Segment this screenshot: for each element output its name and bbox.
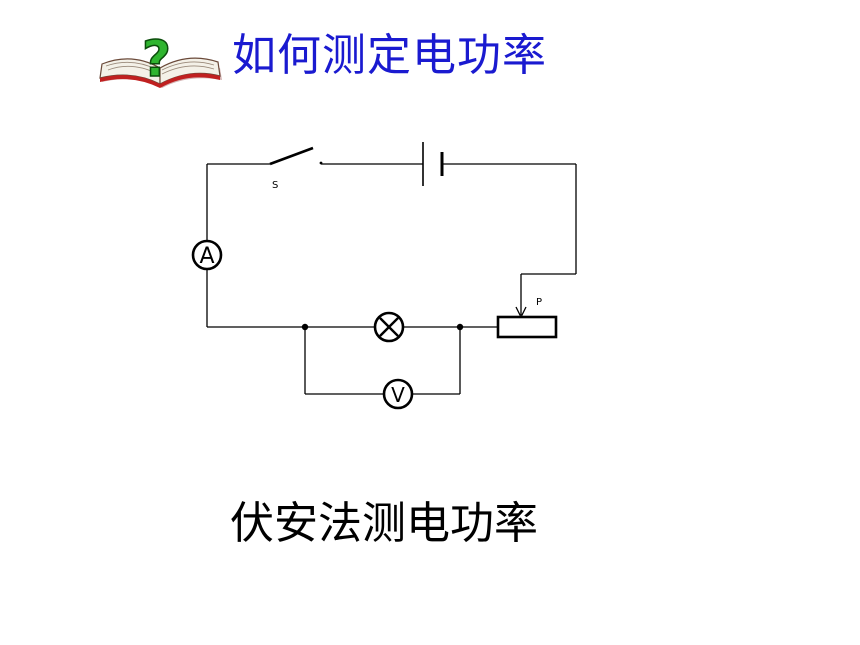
question-mark-glyph: ? xyxy=(142,30,171,88)
page-title: 如何测定电功率 xyxy=(232,30,547,81)
caption: 伏安法测电功率 xyxy=(230,498,538,549)
switch-label: S xyxy=(272,180,278,191)
book-question-icon: ? xyxy=(99,30,222,89)
slider-label: P xyxy=(536,297,542,308)
voltmeter-symbol: V xyxy=(391,383,405,407)
lamp-cross-b xyxy=(379,317,399,337)
circuit-diagram: P A V S xyxy=(191,142,577,410)
switch-blade xyxy=(269,146,314,166)
ammeter-symbol: A xyxy=(199,244,214,269)
rheostat xyxy=(496,315,558,339)
